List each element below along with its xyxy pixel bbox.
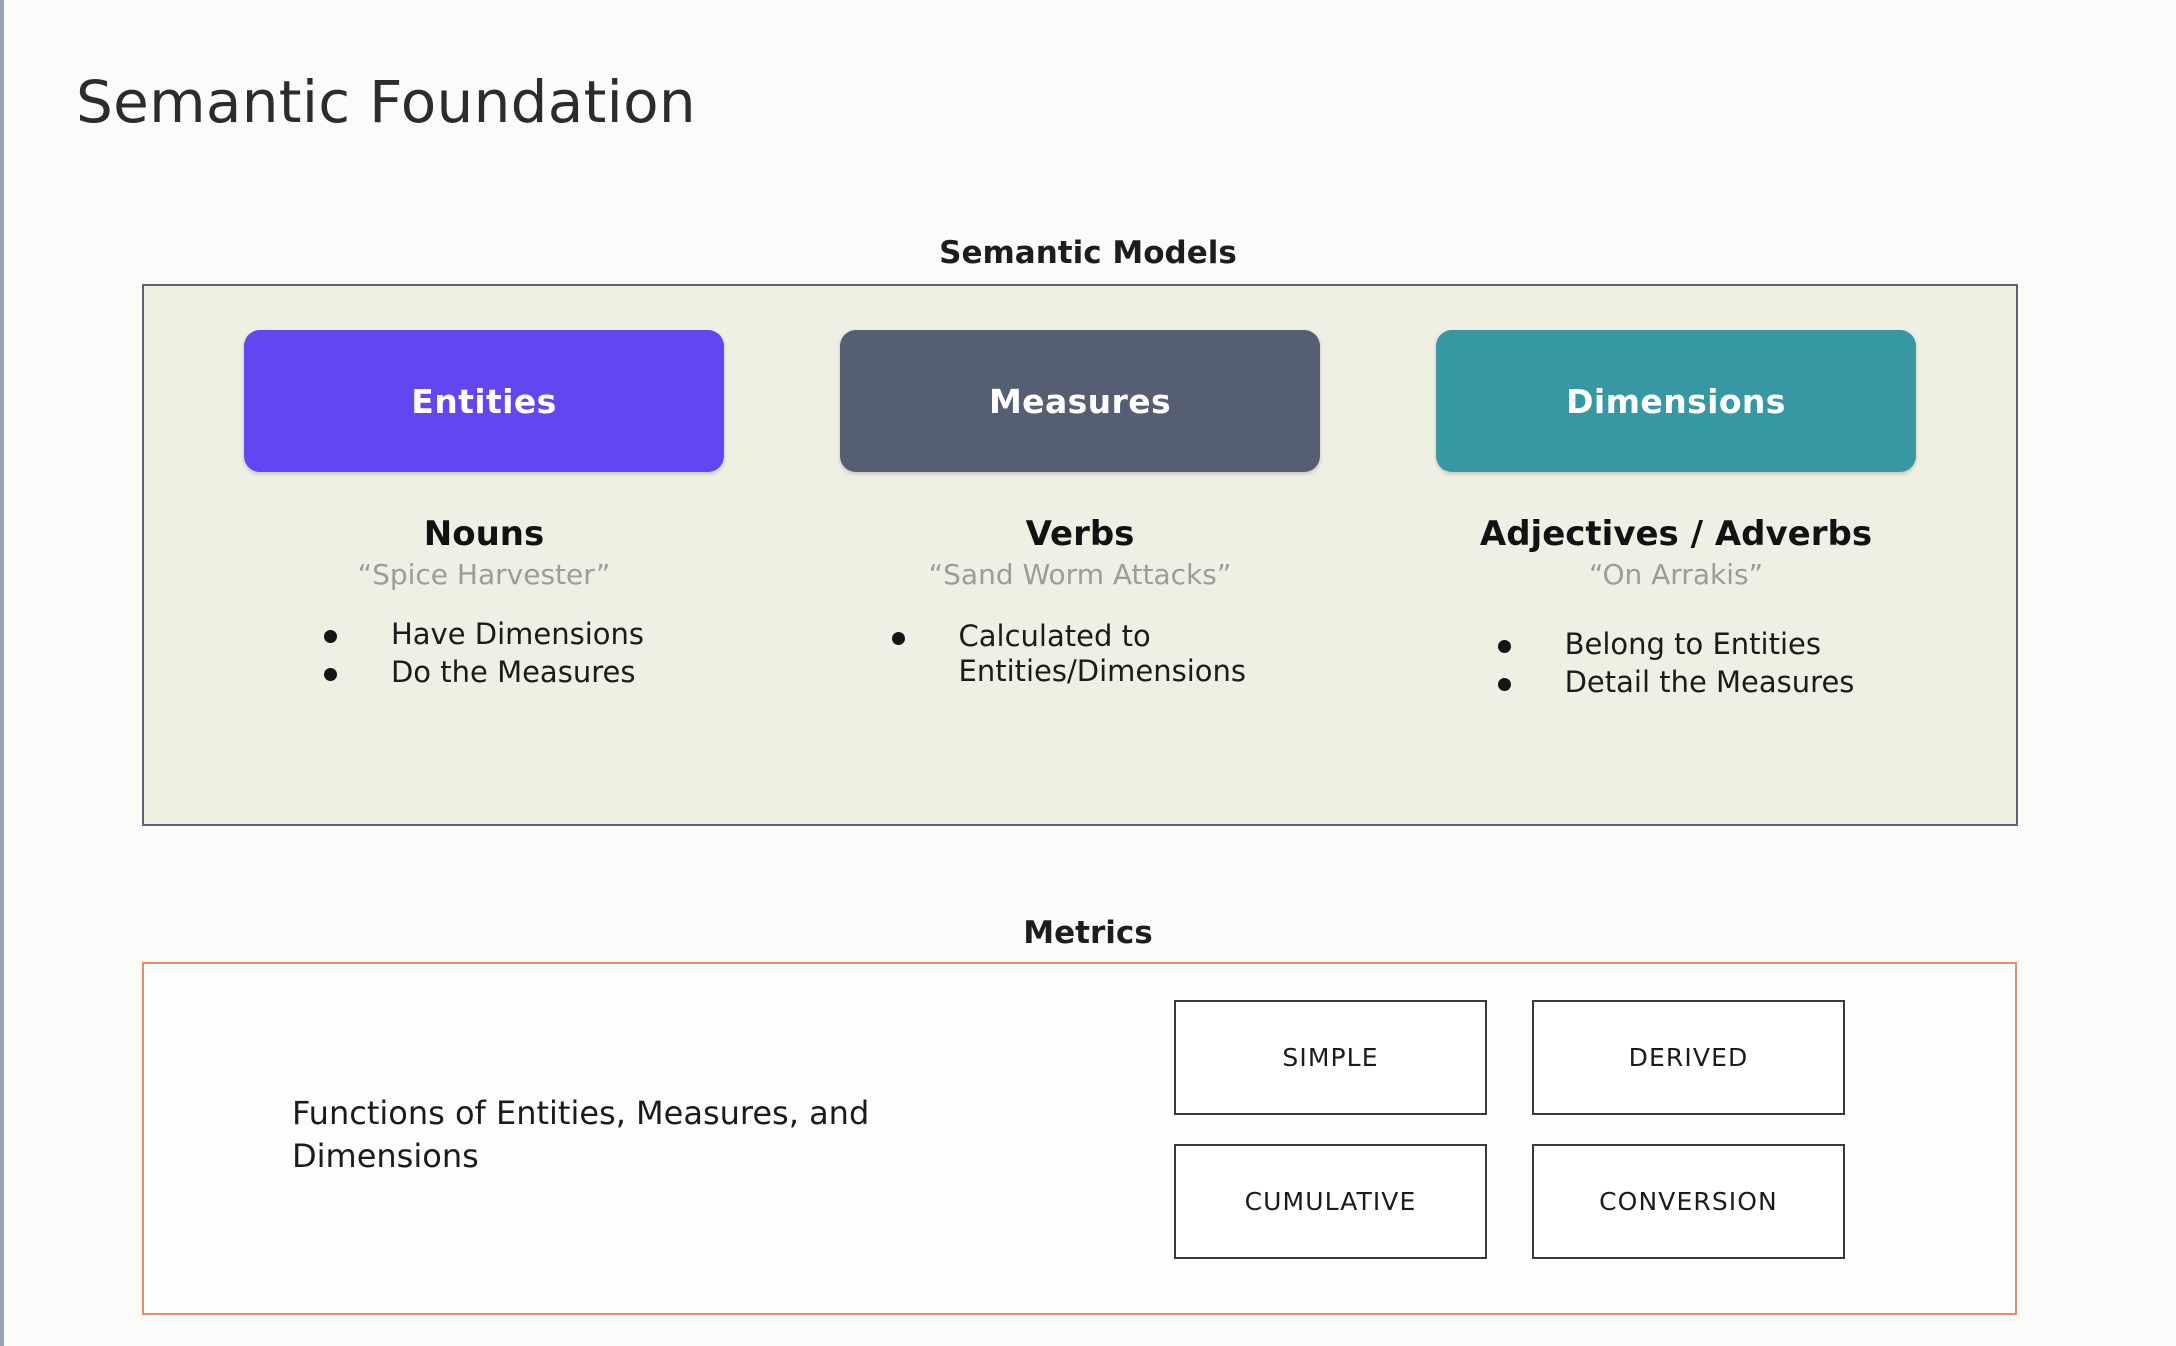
model-column-dimensions: Dimensions Adjectives / Adverbs “On Arra… [1378,330,1974,701]
bullet-dot-icon [891,632,905,645]
left-edge-strip [0,0,4,1346]
semantic-models-caption: Semantic Models [939,235,1237,271]
model-column-measures: Measures Verbs “Sand Worm Attacks” Calcu… [782,330,1378,690]
measures-bullet-text: Calculated to Entities/Dimensions [958,619,1247,689]
entities-part-of-speech: Nouns [423,514,545,554]
bullet-dot-icon [1497,678,1511,692]
entities-example: “Spice Harvester” [357,558,611,591]
semantic-models-columns: Entities Nouns “Spice Harvester” Have Di… [144,286,2016,824]
entities-bullet-list: Have Dimensions Do the Measures [323,617,645,691]
dimensions-pill[interactable]: Dimensions [1436,330,1916,472]
model-column-entities: Entities Nouns “Spice Harvester” Have Di… [186,330,782,691]
metric-type-derived[interactable]: DERIVED [1532,1000,1845,1115]
bullet-dot-icon [323,630,337,643]
measures-pill[interactable]: Measures [840,330,1320,472]
metrics-caption: Metrics [1023,915,1153,951]
metrics-panel: Functions of Entities, Measures, and Dim… [142,962,2017,1315]
metrics-type-grid: SIMPLE DERIVED CUMULATIVE CONVERSION [1174,1000,1845,1259]
dimensions-example: “On Arrakis” [1588,558,1764,591]
page-title: Semantic Foundation [76,68,696,136]
measures-part-of-speech: Verbs [1025,514,1135,554]
list-item: Have Dimensions [323,617,645,652]
dimensions-bullet-text: Belong to Entities [1564,627,1821,661]
measures-bullet-list: Calculated to Entities/Dimensions [891,619,1269,690]
entities-pill[interactable]: Entities [244,330,724,472]
list-item: Belong to Entities [1497,627,1855,662]
entities-bullet-text: Have Dimensions [390,617,645,651]
semantic-models-panel: Entities Nouns “Spice Harvester” Have Di… [142,284,2018,826]
dimensions-bullet-list: Belong to Entities Detail the Measures [1497,627,1855,701]
metric-type-cumulative[interactable]: CUMULATIVE [1174,1144,1487,1259]
metric-type-simple[interactable]: SIMPLE [1174,1000,1487,1115]
metrics-description: Functions of Entities, Measures, and Dim… [292,1094,870,1175]
list-item: Detail the Measures [1497,665,1855,700]
measures-example: “Sand Worm Attacks” [928,558,1232,591]
bullet-dot-icon [323,668,337,682]
dimensions-bullet-text: Detail the Measures [1564,665,1855,700]
metric-type-conversion[interactable]: CONVERSION [1532,1144,1845,1259]
list-item: Calculated to Entities/Dimensions [891,619,1269,690]
list-item: Do the Measures [323,655,644,690]
bullet-dot-icon [1497,640,1511,653]
dimensions-part-of-speech: Adjectives / Adverbs [1479,514,1873,554]
entities-bullet-text: Do the Measures [390,655,636,690]
